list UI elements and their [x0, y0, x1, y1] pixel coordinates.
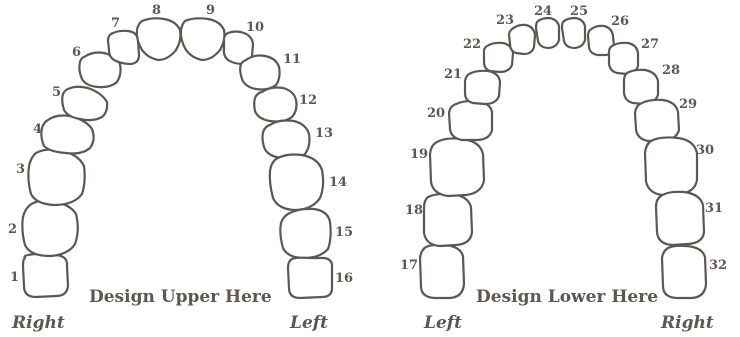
upper-design-caption: Design Upper Here — [89, 287, 272, 307]
upper-tooth-numbers: 1 2 3 4 5 6 7 8 9 10 11 12 13 14 15 16 — [8, 3, 353, 286]
upper-tooth-number: 9 — [206, 3, 215, 18]
lower-right-side-label: Right — [660, 313, 714, 333]
lower-tooth-number: 26 — [611, 14, 629, 29]
lower-design-caption: Design Lower Here — [476, 287, 658, 307]
upper-tooth-9[interactable] — [179, 17, 226, 62]
lower-tooth-number: 23 — [496, 13, 514, 28]
upper-tooth-13[interactable] — [261, 119, 311, 160]
upper-tooth-number: 5 — [52, 85, 61, 100]
upper-tooth-6[interactable] — [78, 51, 122, 89]
lower-tooth-21[interactable] — [463, 69, 502, 106]
lower-tooth-number: 27 — [641, 37, 659, 52]
lower-tooth-number: 22 — [463, 37, 481, 52]
lower-tooth-number: 17 — [400, 258, 418, 273]
upper-tooth-number: 15 — [335, 225, 353, 240]
lower-tooth-number: 18 — [405, 203, 423, 218]
lower-tooth-number: 24 — [534, 4, 552, 19]
upper-left-side-label: Left — [289, 313, 328, 333]
lower-tooth-number: 28 — [662, 63, 680, 78]
upper-tooth-number: 1 — [10, 270, 19, 285]
upper-tooth-1[interactable] — [21, 252, 70, 299]
lower-tooth-32[interactable] — [660, 244, 708, 300]
upper-tooth-number: 11 — [283, 52, 301, 67]
lower-left-side-label: Left — [423, 313, 462, 333]
lower-tooth-25[interactable] — [560, 16, 587, 50]
lower-tooth-number: 21 — [444, 67, 462, 82]
upper-tooth-3[interactable] — [27, 148, 86, 207]
upper-tooth-number: 2 — [8, 222, 17, 237]
lower-tooth-29[interactable] — [633, 98, 681, 143]
upper-tooth-14[interactable] — [268, 153, 325, 212]
lower-tooth-30[interactable] — [643, 136, 699, 197]
upper-tooth-number: 3 — [16, 162, 25, 177]
lower-arch — [418, 16, 708, 300]
lower-tooth-numbers: 17 18 19 20 21 22 23 24 25 26 27 28 29 3… — [400, 4, 727, 273]
upper-tooth-number: 13 — [315, 126, 333, 141]
upper-tooth-7[interactable] — [106, 29, 141, 66]
upper-tooth-2[interactable] — [21, 199, 79, 258]
lower-tooth-31[interactable] — [654, 190, 706, 247]
lower-tooth-17[interactable] — [418, 243, 466, 300]
lower-tooth-18[interactable] — [422, 192, 474, 248]
lower-tooth-22[interactable] — [482, 41, 515, 74]
lower-tooth-number: 20 — [427, 106, 445, 121]
upper-tooth-number: 16 — [335, 271, 353, 286]
upper-tooth-4[interactable] — [40, 114, 95, 155]
lower-tooth-number: 25 — [570, 4, 588, 19]
lower-tooth-number: 29 — [679, 97, 697, 112]
lower-tooth-28[interactable] — [622, 68, 660, 106]
upper-tooth-11[interactable] — [239, 54, 281, 91]
upper-tooth-16[interactable] — [286, 256, 334, 300]
lower-tooth-23[interactable] — [507, 23, 537, 56]
upper-tooth-number: 10 — [246, 20, 264, 35]
upper-tooth-8[interactable] — [135, 17, 182, 62]
upper-tooth-5[interactable] — [61, 85, 109, 122]
upper-tooth-number: 8 — [152, 3, 161, 18]
lower-tooth-27[interactable] — [607, 41, 640, 76]
lower-tooth-19[interactable] — [428, 137, 486, 198]
lower-tooth-24[interactable] — [534, 16, 561, 50]
lower-tooth-20[interactable] — [447, 99, 494, 142]
upper-arch — [21, 17, 334, 300]
upper-tooth-number: 7 — [111, 16, 120, 31]
upper-tooth-number: 14 — [329, 175, 347, 190]
upper-right-side-label: Right — [11, 313, 65, 333]
lower-tooth-number: 19 — [410, 147, 428, 162]
upper-tooth-number: 4 — [33, 122, 42, 137]
upper-tooth-15[interactable] — [279, 207, 332, 260]
upper-tooth-12[interactable] — [253, 86, 298, 123]
lower-tooth-number: 31 — [705, 201, 723, 216]
upper-tooth-number: 12 — [299, 93, 317, 108]
lower-tooth-number: 30 — [696, 143, 714, 158]
lower-tooth-number: 32 — [709, 258, 727, 273]
upper-tooth-number: 6 — [72, 45, 81, 60]
